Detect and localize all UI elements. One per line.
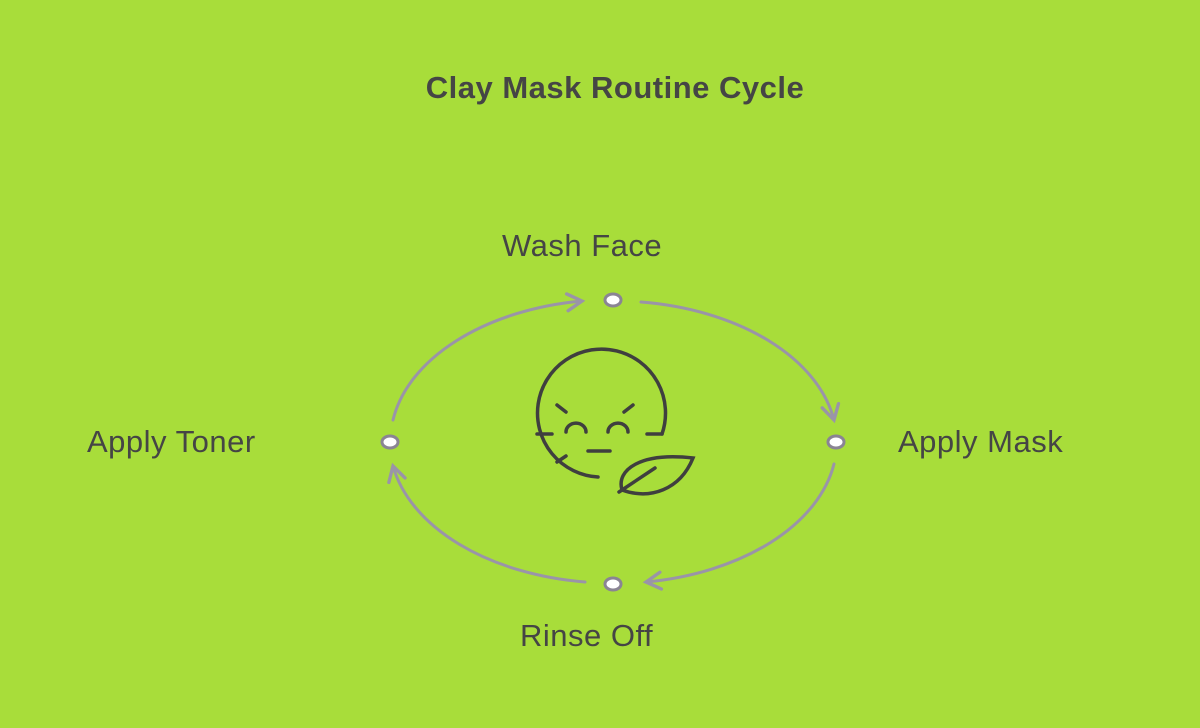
- diagram-title: Clay Mask Routine Cycle: [425, 70, 805, 105]
- dot-rinse-off: [603, 576, 623, 592]
- step-label-apply-mask: Apply Mask: [898, 424, 1064, 459]
- step-dots: [380, 292, 846, 592]
- arrow-toner-to-wash: [391, 292, 586, 422]
- step-label-wash-face: Wash Face: [502, 228, 663, 263]
- arrow-wash-to-mask: [639, 300, 841, 424]
- step-label-rinse-off: Rinse Off: [520, 618, 654, 653]
- dot-wash-face: [603, 292, 623, 308]
- arrow-rinse-to-toner: [387, 462, 587, 584]
- arrow-mask-to-rinse: [642, 462, 836, 591]
- face-with-leaf-icon: [535, 347, 696, 496]
- dot-apply-toner: [380, 434, 400, 450]
- dot-apply-mask: [826, 434, 846, 450]
- step-label-apply-toner: Apply Toner: [87, 424, 256, 459]
